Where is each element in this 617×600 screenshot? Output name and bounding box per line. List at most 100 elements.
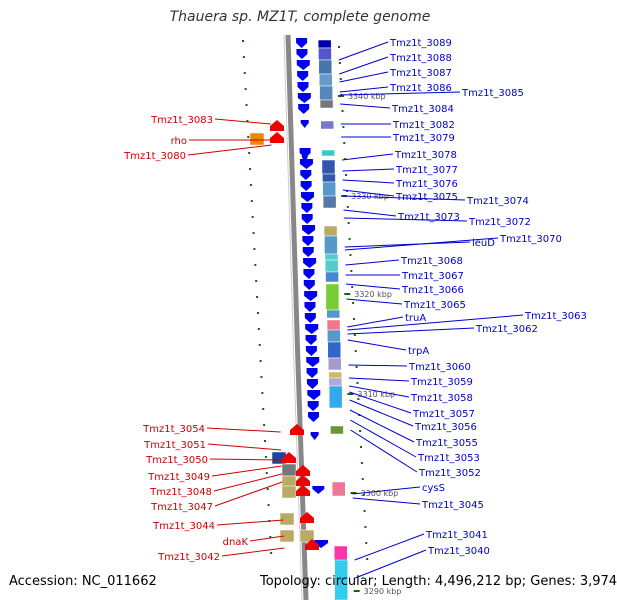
forward-gene-label[interactable]: Tmz1t_3072	[468, 217, 531, 228]
forward-gene-label[interactable]: Tmz1t_3089	[389, 38, 452, 49]
gene-track-block[interactable]	[322, 181, 336, 197]
forward-gene-label[interactable]: Tmz1t_3073	[397, 212, 460, 223]
reverse-gene-arrow[interactable]	[290, 424, 304, 435]
forward-gene-label[interactable]: Tmz1t_3056	[414, 422, 477, 433]
gene-track-block[interactable]	[328, 357, 342, 371]
forward-gene-label[interactable]: Tmz1t_3075	[395, 192, 458, 203]
forward-gene-arrow[interactable]	[297, 93, 311, 103]
forward-gene-arrow[interactable]	[306, 379, 318, 389]
gene-track-block[interactable]	[299, 529, 315, 543]
forward-gene-arrow[interactable]	[296, 60, 310, 70]
forward-gene-arrow[interactable]	[304, 313, 316, 323]
forward-gene-label[interactable]: Tmz1t_3088	[389, 53, 452, 64]
gene-track-block[interactable]	[323, 225, 338, 237]
forward-gene-label[interactable]: leuD	[472, 238, 495, 249]
reverse-gene-label[interactable]: Tmz1t_3048	[149, 487, 212, 498]
forward-gene-label[interactable]: trpA	[408, 346, 429, 357]
gene-track-block[interactable]	[325, 271, 339, 283]
reverse-gene-arrow[interactable]	[296, 485, 310, 496]
gene-track-block[interactable]	[320, 120, 334, 130]
forward-gene-label[interactable]: Tmz1t_3059	[410, 377, 473, 388]
forward-gene-arrow[interactable]	[307, 390, 321, 400]
reverse-gene-arrow[interactable]	[270, 132, 284, 143]
forward-gene-arrow[interactable]	[297, 71, 309, 81]
reverse-gene-label[interactable]: Tmz1t_3047	[150, 502, 213, 513]
gene-track-block[interactable]	[318, 73, 333, 87]
gene-track-block[interactable]	[326, 319, 341, 331]
forward-gene-label[interactable]: Tmz1t_3063	[524, 311, 587, 322]
gene-track-block[interactable]	[324, 259, 339, 273]
forward-gene-arrow[interactable]	[305, 335, 317, 345]
forward-gene-arrow[interactable]	[303, 280, 315, 290]
forward-gene-label[interactable]: Tmz1t_3053	[417, 453, 480, 464]
forward-gene-arrow[interactable]	[300, 170, 312, 180]
forward-gene-label[interactable]: Tmz1t_3062	[475, 324, 538, 335]
gene-track-block[interactable]	[279, 512, 295, 526]
gene-track-block[interactable]	[321, 159, 336, 175]
forward-gene-arrow[interactable]	[310, 432, 319, 440]
gene-track-block[interactable]	[319, 85, 333, 101]
forward-gene-arrow[interactable]	[299, 159, 313, 169]
reverse-gene-label[interactable]: Tmz1t_3054	[142, 424, 205, 435]
forward-gene-arrow[interactable]	[301, 154, 308, 162]
gene-track-block[interactable]	[327, 329, 341, 343]
reverse-gene-arrow[interactable]	[300, 512, 314, 523]
gene-track-block[interactable]	[325, 283, 340, 311]
gene-track-block[interactable]	[324, 235, 338, 255]
reverse-gene-label[interactable]: Tmz1t_3080	[123, 151, 186, 162]
gene-track-block[interactable]	[281, 463, 297, 477]
gene-track-block[interactable]	[322, 195, 337, 209]
forward-gene-arrow[interactable]	[300, 192, 314, 202]
forward-gene-arrow[interactable]	[302, 236, 314, 246]
forward-gene-label[interactable]: Tmz1t_3052	[418, 468, 481, 479]
forward-gene-label[interactable]: Tmz1t_3076	[395, 179, 458, 190]
forward-gene-label[interactable]: Tmz1t_3070	[499, 234, 562, 245]
forward-gene-label[interactable]: cysS	[422, 483, 445, 494]
forward-gene-label[interactable]: Tmz1t_3065	[403, 300, 466, 311]
forward-gene-arrow[interactable]	[296, 38, 308, 48]
forward-gene-label[interactable]: Tmz1t_3068	[400, 256, 463, 267]
gene-track-block[interactable]	[330, 425, 344, 435]
reverse-gene-label[interactable]: Tmz1t_3083	[150, 115, 213, 126]
forward-gene-label[interactable]: Tmz1t_3086	[389, 83, 452, 94]
reverse-gene-label[interactable]: rho	[171, 136, 187, 147]
gene-track-block[interactable]	[318, 59, 333, 75]
gene-track-block[interactable]	[249, 132, 265, 146]
forward-gene-arrow[interactable]	[298, 104, 310, 114]
reverse-gene-arrow[interactable]	[282, 452, 296, 463]
forward-gene-label[interactable]: Tmz1t_3055	[415, 438, 478, 449]
gene-track-block[interactable]	[324, 253, 339, 261]
forward-gene-label[interactable]: Tmz1t_3084	[391, 104, 454, 115]
forward-gene-label[interactable]: Tmz1t_3074	[466, 196, 529, 207]
forward-gene-arrow[interactable]	[312, 486, 325, 494]
forward-gene-arrow[interactable]	[300, 120, 309, 128]
forward-gene-arrow[interactable]	[300, 181, 312, 191]
forward-gene-label[interactable]: Tmz1t_3060	[408, 362, 471, 373]
forward-gene-arrow[interactable]	[297, 82, 309, 92]
forward-gene-arrow[interactable]	[314, 540, 329, 548]
gene-track-block[interactable]	[319, 99, 334, 109]
gene-track-block[interactable]	[318, 47, 332, 61]
reverse-gene-label[interactable]: Tmz1t_3042	[157, 552, 220, 563]
forward-gene-label[interactable]: Tmz1t_3079	[392, 133, 455, 144]
gene-track-block[interactable]	[328, 377, 343, 387]
forward-gene-label[interactable]: Tmz1t_3058	[410, 393, 473, 404]
forward-gene-arrow[interactable]	[306, 368, 318, 378]
forward-gene-label[interactable]: Tmz1t_3057	[412, 409, 475, 420]
forward-gene-label[interactable]: Tmz1t_3041	[425, 530, 488, 541]
forward-gene-arrow[interactable]	[304, 291, 318, 301]
gene-track-block[interactable]	[328, 385, 343, 409]
forward-gene-label[interactable]: Tmz1t_3085	[461, 88, 524, 99]
reverse-gene-label[interactable]: Tmz1t_3044	[152, 521, 215, 532]
reverse-gene-label[interactable]: Tmz1t_3049	[147, 472, 210, 483]
gene-track-block[interactable]	[326, 309, 340, 319]
forward-gene-arrow[interactable]	[301, 203, 313, 213]
forward-gene-arrow[interactable]	[303, 269, 315, 279]
reverse-gene-label[interactable]: Tmz1t_3051	[143, 440, 206, 451]
reverse-gene-arrow[interactable]	[296, 465, 310, 476]
forward-gene-label[interactable]: truA	[405, 313, 426, 324]
gene-track-block[interactable]	[331, 481, 346, 497]
forward-gene-label[interactable]: Tmz1t_3067	[401, 271, 464, 282]
forward-gene-arrow[interactable]	[305, 324, 319, 334]
gene-track-block[interactable]	[321, 149, 335, 157]
